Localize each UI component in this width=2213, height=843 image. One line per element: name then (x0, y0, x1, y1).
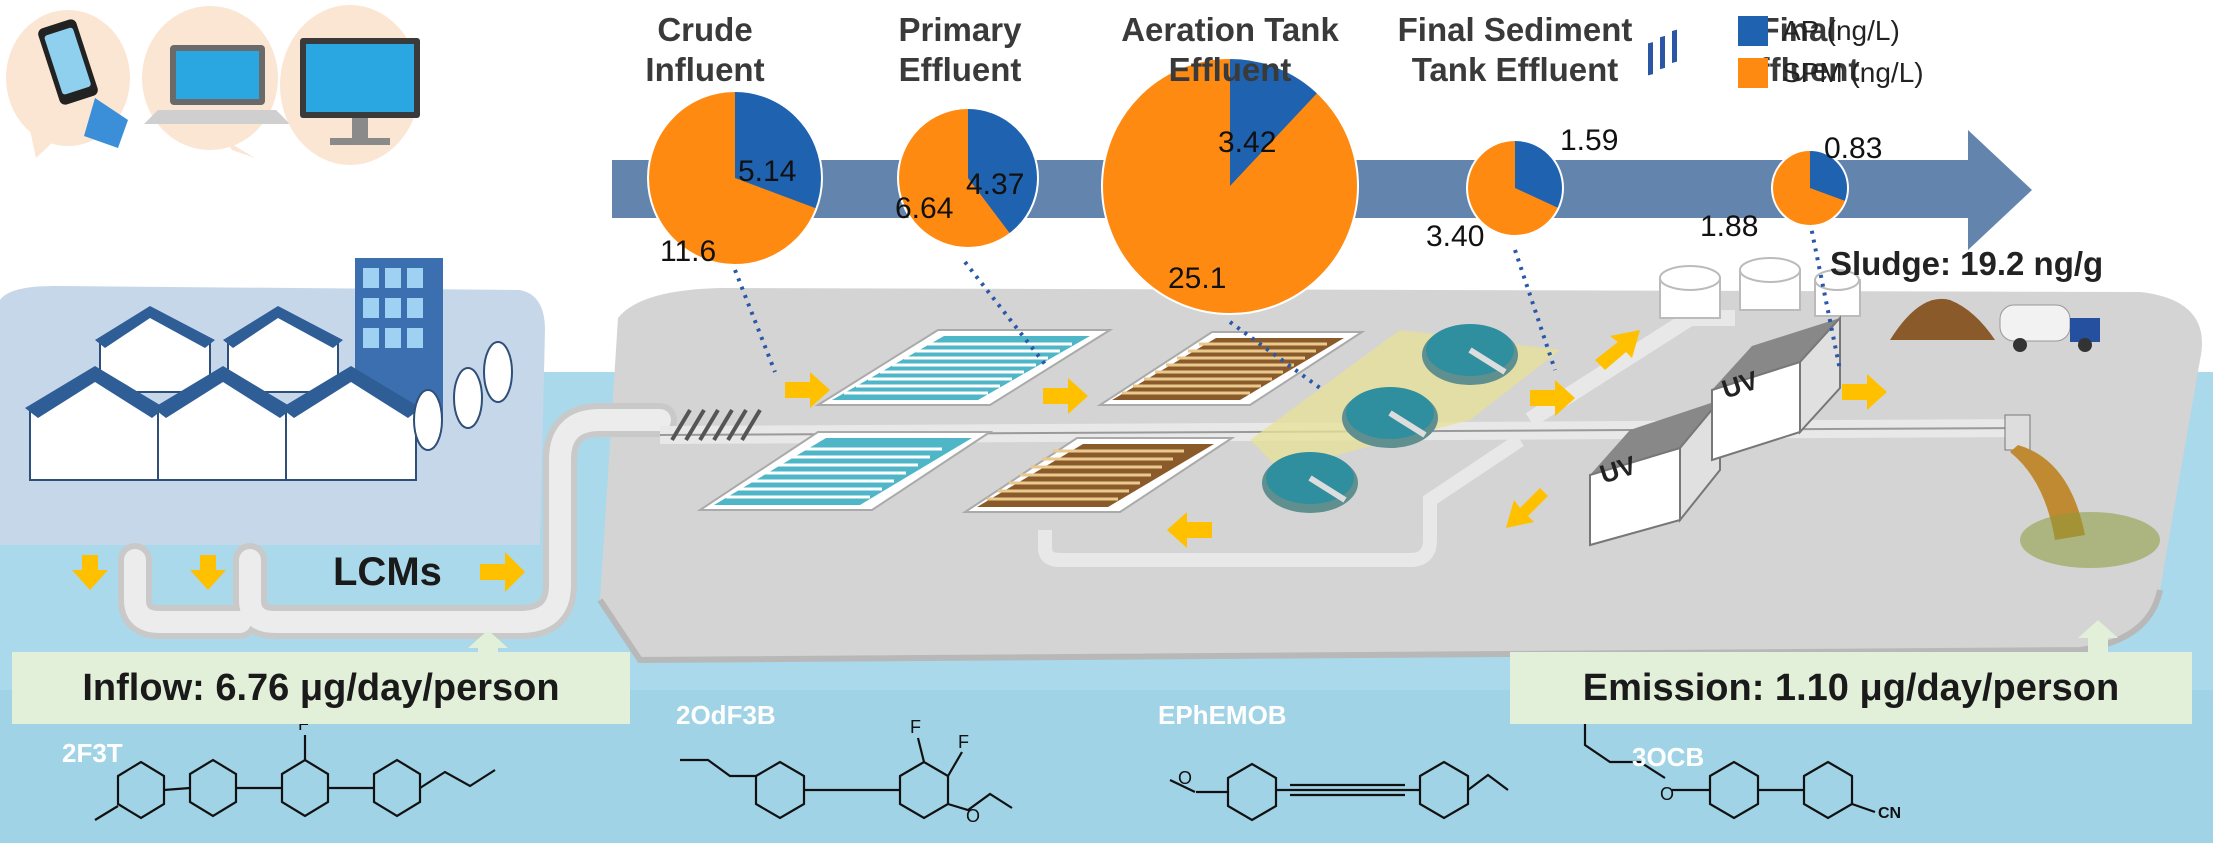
stage-title-line1: Aeration Tank (1121, 11, 1339, 48)
uv-disinfection-unit-1 (1589, 29, 1721, 547)
inflow-box: Inflow: 6.76 μg/day/person (12, 652, 630, 724)
aeration-tank-bottom (961, 437, 1236, 513)
stage-title-line1: Final (1759, 11, 1837, 48)
legend-item-spm: SPM (ng/L) (1738, 52, 1924, 94)
legend-item-ap: AP (ng/L) (1738, 10, 1924, 52)
stage-title-line2: Effluent (898, 51, 1022, 88)
atom-o-2odf3b: O (966, 806, 980, 826)
effluent-discharge-icon (2004, 414, 2160, 568)
compound-label-2odf3b: 2OdF3B (676, 700, 776, 730)
atom-cn-3ocb: CN (1878, 805, 1901, 822)
atom-f2-2odf3b: F (958, 732, 969, 752)
pie-label-spm-primary: 6.64 (895, 192, 954, 225)
pie-outline-final-effluent (1771, 149, 1849, 227)
compound-label-3ocb: 3OCB (1632, 742, 1705, 772)
sludge-pile-icon (1890, 298, 1995, 340)
stage-title-crude-influent: Crude Influent (555, 10, 855, 90)
pie-slice-ap-crude-influent (735, 91, 822, 209)
pie-label-ap-final-sediment: 1.59 (1560, 124, 1619, 157)
stage-title-line2: Influent (645, 51, 765, 88)
sludge-label: Sludge: 19.2 ng/g (1830, 245, 2104, 282)
sludge-truck-icon (1999, 304, 2100, 352)
inflow-label: Inflow: 6.76 μg/day/person (82, 666, 560, 709)
pie-outline-final-sediment-tank-effluent (1466, 139, 1564, 237)
final-clarifiers (1262, 324, 1518, 513)
pie-label-spm-aeration: 25.1 (1168, 262, 1227, 295)
legend-swatch-spm (1738, 58, 1768, 88)
laptop-bubble-icon (142, 6, 290, 158)
pie-label-ap-crude: 5.14 (738, 155, 797, 188)
platform-edge (597, 589, 2163, 664)
stage-title-line2: Tank Effluent (1411, 51, 1619, 88)
pie-outline-primary-effluent (897, 107, 1039, 249)
pie-primary-effluent (897, 107, 1039, 249)
atom-f1-2odf3b: F (910, 717, 921, 737)
pie-label-spm-crude: 11.6 (660, 235, 717, 268)
pie-final-sediment-tank-effluent (1466, 139, 1564, 237)
legend-swatch-ap (1738, 16, 1768, 46)
stage-title-line1: Crude (657, 11, 753, 48)
legend: AP (ng/L) SPM (ng/L) (1738, 10, 1924, 94)
emission-label: Emission: 1.10 μg/day/person (1582, 666, 2120, 709)
trees-icon (413, 341, 513, 451)
pie-outline-crude-influent (647, 90, 823, 266)
pie-slice-ap-aeration-tank-effluent (1230, 58, 1318, 186)
lcms-label: LCMs (333, 550, 442, 594)
monitor-bubble-icon (280, 5, 420, 170)
stage-title-primary-effluent: Primary Effluent (810, 10, 1110, 90)
stage-title-line1: Final Sediment (1397, 11, 1633, 48)
pie-label-ap-aeration: 3.42 (1218, 126, 1277, 159)
pie-aeration-tank-effluent (1101, 57, 1359, 315)
stage-title-line1: Primary (898, 11, 1022, 48)
pie-slice-ap-final-effluent (1810, 150, 1848, 202)
flow-arrows (72, 330, 2118, 660)
pie-label-spm-final: 1.88 (1700, 210, 1759, 243)
pie-charts (647, 57, 1849, 315)
molecule-ephemob (1169, 760, 1509, 822)
pie-slice-ap-primary-effluent (968, 108, 1038, 234)
molecule-3ocb (1583, 720, 1876, 820)
molecule-2odf3b (680, 737, 1013, 820)
stage-title-line2: Effluent (1168, 51, 1292, 88)
primary-sedimentation-basin-bottom (696, 431, 994, 511)
atom-o-ephemob: O (1178, 768, 1192, 788)
return-sludge-pipe (1038, 434, 1524, 567)
pie-label-spm-final-sediment: 3.40 (1426, 220, 1485, 253)
uv-disinfection-unit-2 (1711, 315, 1841, 462)
pie-final-effluent (1771, 149, 1849, 227)
pie-crude-influent (647, 90, 823, 266)
molecule-2f3t (94, 735, 496, 821)
pie-label-ap-primary: 4.37 (966, 168, 1025, 201)
sewer-pipe-highlight (124, 409, 671, 633)
atom-o-3ocb: O (1660, 784, 1674, 804)
compound-label-ephemob: EPhEMOB (1158, 700, 1287, 730)
sampling-connectors (733, 221, 1842, 390)
pie-outline-aeration-tank-effluent (1101, 57, 1359, 315)
compound-label-2f3t: 2F3T (62, 738, 123, 768)
stage-title-final-sediment-tank-effluent: Final Sediment Tank Effluent (1365, 10, 1665, 90)
phone-bubble-icon (6, 10, 130, 158)
legend-label-ap: AP (ng/L) (1782, 15, 1900, 46)
atom-f-2f3t: F (298, 714, 309, 734)
bar-screen-icon (670, 408, 762, 442)
house-roofs (25, 306, 421, 418)
emission-box: Emission: 1.10 μg/day/person (1510, 652, 2192, 724)
pie-label-ap-final: 0.83 (1824, 132, 1883, 165)
aeration-tank-top (1096, 331, 1366, 406)
primary-sedimentation-basin-top (814, 329, 1114, 406)
legend-label-spm: SPM (ng/L) (1782, 57, 1924, 88)
stage-title-aeration-tank-effluent: Aeration Tank Effluent (1080, 10, 1380, 90)
